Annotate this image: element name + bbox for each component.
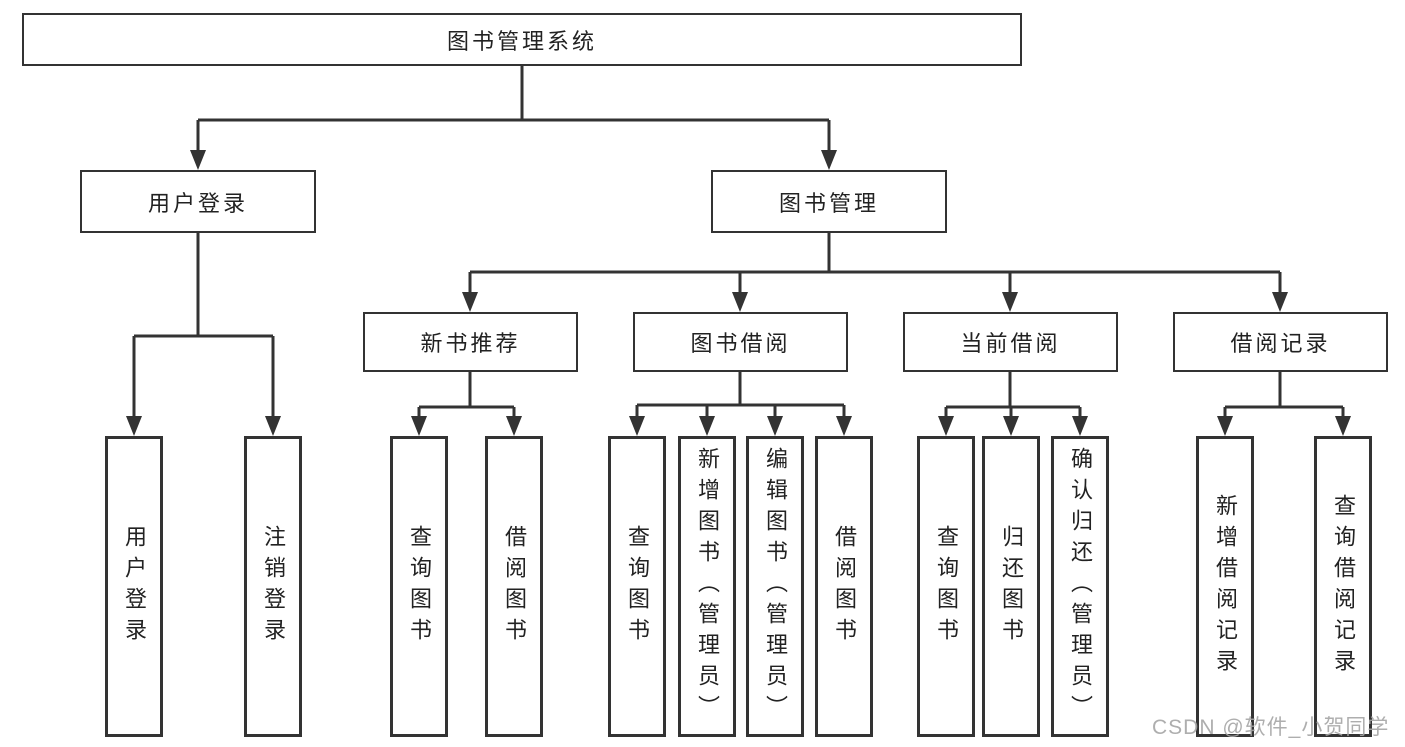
node-label: 用户登录 [122,524,147,649]
node-label: 当前借阅 [960,331,1061,356]
node-label: 借阅图书 [502,524,527,649]
node-borrowing-records: 借阅记录 [1173,312,1388,372]
leaf-borrow-books-recommend: 借阅图书 [485,436,543,737]
node-book-borrowing: 图书借阅 [633,312,848,372]
node-label: 查询图书 [407,524,432,649]
leaf-query-borrow-record: 查询借阅记录 [1314,436,1372,737]
leaf-query-books-current: 查询图书 [917,436,975,737]
node-new-book-recommend: 新书推荐 [363,312,578,372]
node-book-management: 图书管理 [711,170,947,233]
node-label: 图书借阅 [690,331,791,356]
leaf-logout: 注销登录 [244,436,302,737]
node-label: 新增图书（管理员） [695,447,720,726]
node-label: 注销登录 [261,524,286,649]
leaf-confirm-return-admin: 确认归还（管理员） [1051,436,1109,737]
leaf-add-borrow-record: 新增借阅记录 [1196,436,1254,737]
node-label: 新书推荐 [420,331,521,356]
node-label: 归还图书 [999,524,1024,649]
node-label: 查询图书 [934,524,959,649]
leaf-edit-books-admin: 编辑图书（管理员） [746,436,804,737]
node-label: 借阅图书 [832,524,857,649]
node-label: 图书管理系统 [446,28,597,54]
node-label: 查询借阅记录 [1331,493,1356,680]
node-label: 确认归还（管理员） [1068,447,1093,726]
node-label: 编辑图书（管理员） [763,447,788,726]
leaf-return-books: 归还图书 [982,436,1040,737]
node-label: 用户登录 [147,190,248,216]
leaf-user-login: 用户登录 [105,436,163,737]
node-book-management-system: 图书管理系统 [22,13,1022,66]
node-current-borrowing: 当前借阅 [903,312,1118,372]
node-label: 查询图书 [625,524,650,649]
leaf-query-books-recommend: 查询图书 [390,436,448,737]
node-label: 新增借阅记录 [1213,493,1238,680]
leaf-add-books-admin: 新增图书（管理员） [678,436,736,737]
leaf-borrow-books-borrowing: 借阅图书 [815,436,873,737]
watermark: CSDN @软件_小贺同学 [1152,716,1390,739]
leaf-query-books-borrowing: 查询图书 [608,436,666,737]
node-user-login: 用户登录 [80,170,316,233]
node-label: 借阅记录 [1230,331,1331,356]
node-label: 图书管理 [778,190,879,216]
